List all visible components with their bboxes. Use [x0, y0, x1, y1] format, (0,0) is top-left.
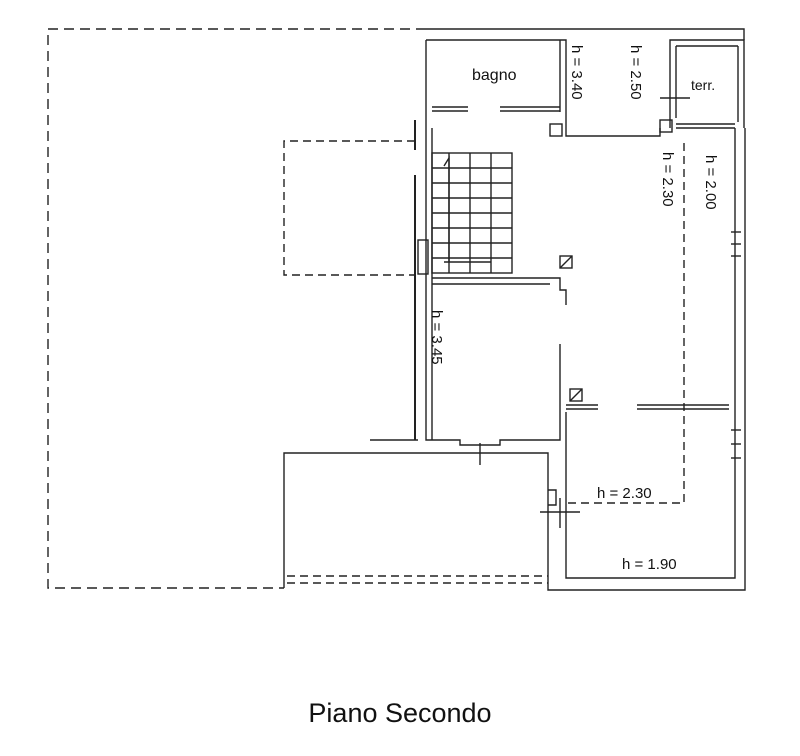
chimney-square-2-diag	[559, 255, 573, 269]
bagno-walls	[426, 39, 567, 128]
window-right-1	[731, 231, 741, 257]
inner-bottom-room	[565, 128, 736, 579]
chimney-square-3-diag	[569, 388, 583, 402]
room-label-bagno: bagno	[472, 67, 517, 84]
lower-entry-wall	[548, 489, 557, 506]
height-label-h230-top: h = 2.30	[659, 152, 676, 207]
right-room-top-wall	[565, 128, 661, 137]
landing-wall	[432, 277, 567, 305]
terrace-step	[659, 119, 673, 133]
staircase-treads	[432, 153, 512, 273]
roof-top-line	[426, 28, 745, 40]
height-label-h230-bottom: h = 2.30	[597, 485, 652, 502]
height-label-h190: h = 1.90	[622, 556, 677, 573]
page-title: Piano Secondo	[308, 698, 492, 728]
left-wall-block	[417, 239, 429, 275]
dashed-inner-rect	[283, 140, 415, 276]
dashed-right-line	[568, 143, 685, 504]
chimney-square-2	[559, 255, 573, 269]
chimney-square-1	[549, 123, 563, 137]
room-label-terr: terr.	[691, 77, 715, 93]
height-label-h345: h = 3.45	[428, 310, 445, 365]
height-label-h200: h = 2.00	[702, 155, 719, 210]
window-right-2	[731, 429, 741, 459]
chimney-square-3	[569, 388, 583, 402]
dashed-outer-boundary	[47, 28, 426, 589]
lower-left-wall	[283, 128, 746, 591]
height-label-h340: h = 3.40	[568, 45, 585, 100]
staircase-arrow	[443, 155, 450, 262]
height-label-h250: h = 2.50	[627, 45, 644, 100]
terrace-walls	[669, 39, 745, 128]
